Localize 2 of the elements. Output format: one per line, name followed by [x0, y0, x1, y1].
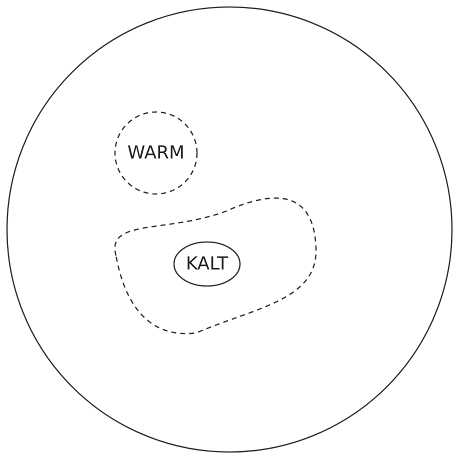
node-label: WARM: [127, 142, 185, 164]
node-label: KALT: [186, 254, 228, 274]
